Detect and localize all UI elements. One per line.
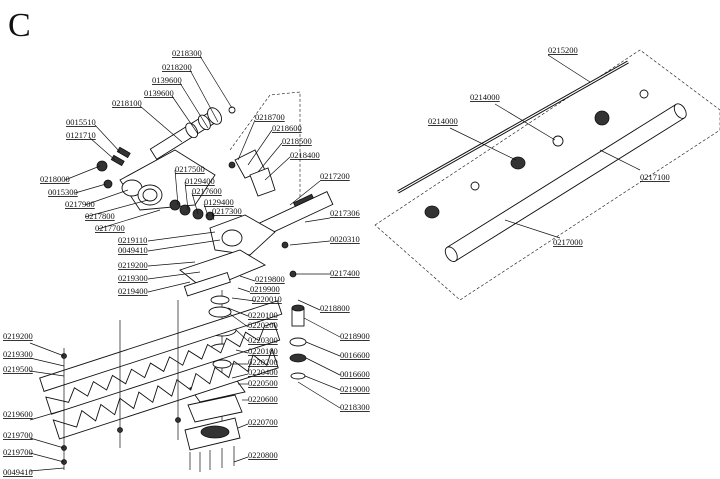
gearbox-assembly-drawing <box>96 91 334 472</box>
part-number-label: 0217700 <box>95 223 125 233</box>
shaft-part-number-label: 0217000 <box>553 237 583 247</box>
part-number-label: 0218900 <box>340 331 370 341</box>
part-number-label: 0217900 <box>65 199 95 209</box>
part-number-label: 0219600 <box>3 409 33 419</box>
shaft-part-number-label: 0214000 <box>428 116 458 126</box>
part-number-label: 0217500 <box>175 164 205 174</box>
part-number-label: 0217800 <box>85 211 115 221</box>
part-number-labels: 0218300021820001396000139600021810000155… <box>3 48 370 477</box>
part-number-label: 0217600 <box>192 186 222 196</box>
part-number-label: 0218400 <box>290 150 320 160</box>
figure-letter: C <box>8 7 31 44</box>
part-number-label: 0220200 <box>248 320 278 330</box>
part-number-label: 0218200 <box>162 62 192 72</box>
part-number-label: 0218300 <box>172 48 202 58</box>
part-number-label: 0129400 <box>204 197 234 207</box>
part-number-label: 0015300 <box>48 187 78 197</box>
part-number-label: 0016600 <box>340 369 370 379</box>
part-number-label: 0218500 <box>282 136 312 146</box>
part-number-label: 0015510 <box>66 117 96 127</box>
shaft-part-number-labels: 0215200 0214000 0214000 0217100 0217000 <box>428 45 670 247</box>
part-number-label: 0219110 <box>118 235 147 245</box>
shaft-part-number-label: 0214000 <box>470 92 500 102</box>
part-number-label: 0220500 <box>248 378 278 388</box>
part-number-label: 0220100 <box>248 346 278 356</box>
part-number-label: 0139600 <box>152 75 182 85</box>
part-number-label: 0121710 <box>66 130 96 140</box>
part-number-label: 0219900 <box>250 284 280 294</box>
part-number-label: 0218100 <box>112 98 142 108</box>
part-number-label: 0219500 <box>3 364 33 374</box>
part-number-label: 0218700 <box>255 112 285 122</box>
part-number-label: 0220300 <box>248 335 278 345</box>
part-number-label: 0220200 <box>248 357 278 367</box>
right-leader-lines <box>449 54 641 239</box>
part-number-label: 0220010 <box>252 294 282 304</box>
part-number-label: 0218000 <box>40 174 70 184</box>
part-number-label: 0217400 <box>330 268 360 278</box>
left-leader-lines <box>29 55 341 472</box>
shaft-assembly-drawing <box>374 49 720 301</box>
part-number-label: 0219400 <box>118 286 148 296</box>
part-number-label: 0219300 <box>118 273 148 283</box>
part-number-label: 0016600 <box>340 350 370 360</box>
part-number-label: 0219700 <box>3 447 33 457</box>
part-number-label: 0220800 <box>248 450 278 460</box>
part-number-label: 0219300 <box>3 349 33 359</box>
part-number-label: 0217200 <box>320 171 350 181</box>
part-number-label: 0219200 <box>118 260 148 270</box>
part-number-label: 0217306 <box>330 208 360 218</box>
part-number-label: 0220400 <box>248 367 278 377</box>
part-number-label: 0049410 <box>3 467 33 477</box>
part-number-label: 0220100 <box>248 310 278 320</box>
part-number-label: 0049410 <box>118 245 148 255</box>
hedge-blade-drawing <box>39 300 283 470</box>
part-number-label: 0220700 <box>248 417 278 427</box>
part-number-label: 0219800 <box>255 274 285 284</box>
part-number-label: 0218300 <box>340 402 370 412</box>
shaft-part-number-label: 0215200 <box>548 45 578 55</box>
shaft-part-number-label: 0217100 <box>640 172 670 182</box>
part-number-label: 0218800 <box>320 303 350 313</box>
part-number-label: 0218600 <box>272 123 302 133</box>
part-number-label: 0219000 <box>340 384 370 394</box>
part-number-label: 0220600 <box>248 394 278 404</box>
part-number-label: 0129400 <box>185 176 215 186</box>
part-number-label: 0020310 <box>330 234 360 244</box>
part-number-label: 0217300 <box>212 206 242 216</box>
part-number-label: 0219200 <box>3 331 33 341</box>
part-number-label: 0139600 <box>144 88 174 98</box>
part-number-label: 0219700 <box>3 430 33 440</box>
